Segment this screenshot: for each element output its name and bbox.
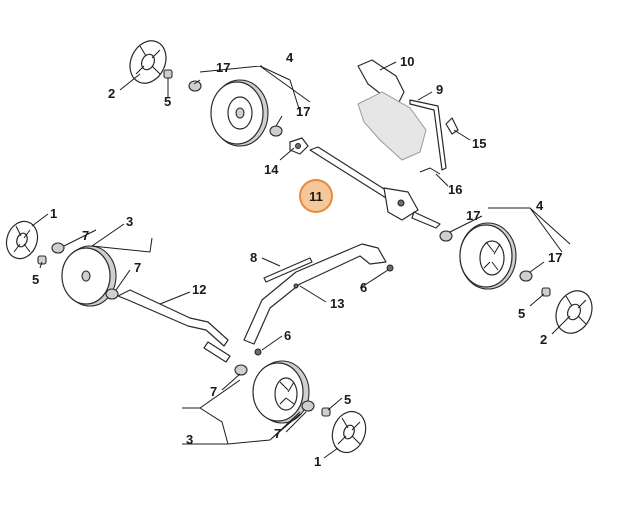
callout-14: 14 bbox=[264, 162, 279, 177]
callout-6-right: 6 bbox=[360, 280, 367, 295]
height-adjuster-10[interactable] bbox=[357, 59, 427, 161]
spring-clip-15[interactable] bbox=[445, 117, 459, 135]
callout-15: 15 bbox=[472, 136, 486, 151]
callout-17-top-right: 17 bbox=[296, 104, 310, 119]
wheel-top[interactable] bbox=[210, 79, 269, 147]
bushing-top-right[interactable] bbox=[269, 125, 283, 137]
callout-labels: 2 5 17 4 17 14 10 9 15 16 17 4 17 5 2 1 … bbox=[32, 50, 562, 469]
screw-6-right[interactable] bbox=[386, 264, 394, 272]
bushing-left-outer[interactable] bbox=[105, 288, 119, 300]
callout-7-bottom-lower: 7 bbox=[274, 426, 281, 441]
callout-3-bottom: 3 bbox=[186, 432, 193, 447]
lever-rod-9[interactable] bbox=[409, 99, 447, 171]
bushing-bottom-outer[interactable] bbox=[301, 400, 315, 412]
callout-2-top: 2 bbox=[108, 86, 115, 101]
nut-left[interactable] bbox=[37, 255, 47, 265]
callout-1-left: 1 bbox=[50, 206, 57, 221]
callout-7-left-upper: 7 bbox=[82, 228, 89, 243]
callout-13: 13 bbox=[330, 296, 344, 311]
callout-4-top: 4 bbox=[286, 50, 294, 65]
callout-5-right: 5 bbox=[518, 306, 525, 321]
callout-5-top: 5 bbox=[164, 94, 171, 109]
hubcap-right[interactable] bbox=[549, 285, 598, 339]
front-axle-12[interactable] bbox=[117, 289, 231, 363]
callout-7-bottom-upper: 7 bbox=[210, 384, 217, 399]
highlight-callout-11[interactable]: 11 bbox=[299, 179, 333, 213]
frame-13[interactable] bbox=[243, 243, 387, 345]
callout-9: 9 bbox=[436, 82, 443, 97]
hubcap-bottom[interactable] bbox=[327, 407, 371, 457]
rear-axle-11[interactable] bbox=[309, 146, 441, 229]
hubcap-top-left[interactable] bbox=[123, 35, 172, 89]
callout-8: 8 bbox=[250, 250, 257, 265]
bracket-14[interactable] bbox=[289, 137, 309, 155]
callout-1-bottom: 1 bbox=[314, 454, 321, 469]
bushing-right-inner[interactable] bbox=[439, 230, 453, 242]
callout-5-left: 5 bbox=[32, 272, 39, 287]
wheel-right[interactable] bbox=[459, 222, 517, 290]
hubcap-left[interactable] bbox=[1, 217, 42, 263]
callout-7-left-lower: 7 bbox=[134, 260, 141, 275]
callout-16: 16 bbox=[448, 182, 462, 197]
leader-lines bbox=[31, 61, 571, 459]
callout-11: 11 bbox=[309, 189, 323, 204]
nut-top-left[interactable] bbox=[163, 69, 173, 79]
callout-2-right: 2 bbox=[540, 332, 547, 347]
wheel-left[interactable] bbox=[61, 245, 117, 307]
callout-17-top-left: 17 bbox=[216, 60, 230, 75]
bushing-right-outer[interactable] bbox=[519, 270, 533, 282]
callout-17-right-upper: 17 bbox=[466, 208, 480, 223]
callout-17-right-lower: 17 bbox=[548, 250, 562, 265]
callout-3-left: 3 bbox=[126, 214, 133, 229]
callout-4-right: 4 bbox=[536, 198, 544, 213]
wheel-bottom[interactable] bbox=[252, 360, 310, 424]
rod-8[interactable] bbox=[263, 257, 313, 283]
callout-5-bottom: 5 bbox=[344, 392, 351, 407]
screw-6-mid[interactable] bbox=[254, 348, 262, 356]
callout-10: 10 bbox=[400, 54, 414, 69]
callout-6-mid: 6 bbox=[284, 328, 291, 343]
rod-16[interactable] bbox=[419, 167, 441, 175]
callout-12: 12 bbox=[192, 282, 206, 297]
bushing-left-inner[interactable] bbox=[51, 242, 65, 254]
bushing-top-left[interactable] bbox=[188, 80, 202, 92]
highlight-circle bbox=[299, 179, 333, 213]
bushing-bottom-inner[interactable] bbox=[234, 364, 248, 376]
